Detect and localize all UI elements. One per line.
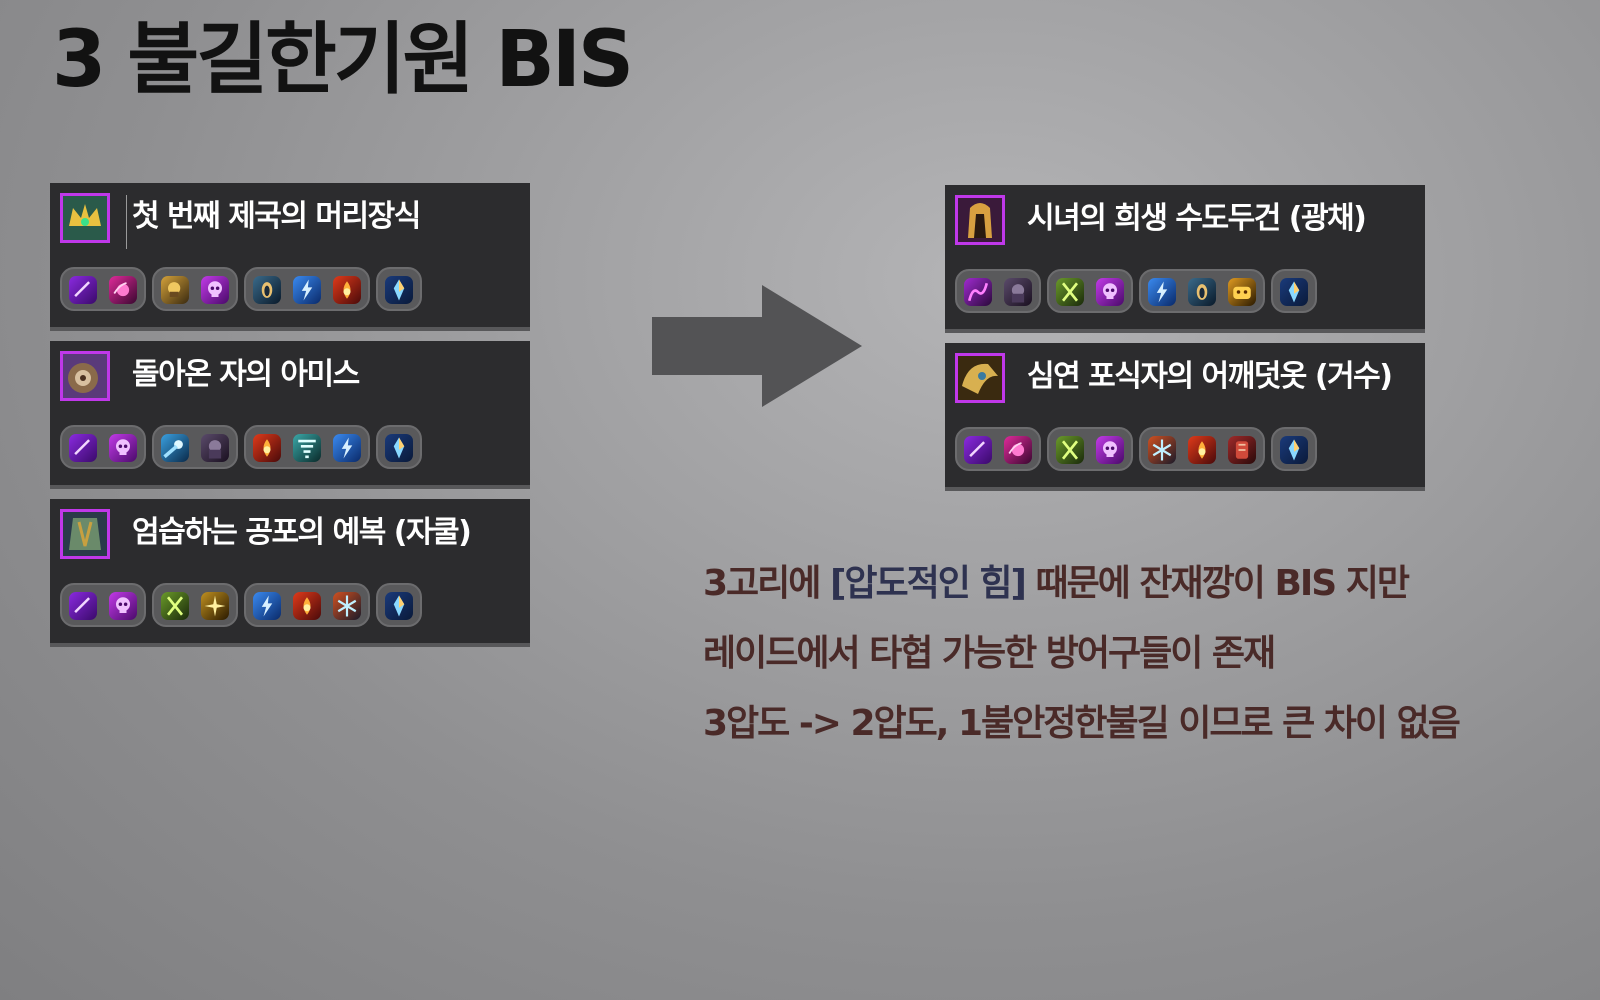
socket-group (60, 425, 146, 469)
red-fire-icon[interactable] (253, 434, 281, 462)
blue-crystal-icon[interactable] (385, 592, 413, 620)
shadow-ghost-icon[interactable] (253, 276, 281, 304)
socket-group (244, 267, 370, 311)
blue-lightning-icon[interactable] (293, 276, 321, 304)
red-fire-icon[interactable] (293, 592, 321, 620)
socket-group (152, 267, 238, 311)
item-card-chest[interactable]: 엄습하는 공포의 예복 (자쿨) (50, 499, 530, 647)
blue-crystal-icon[interactable] (1280, 436, 1308, 464)
socket-group (1047, 427, 1133, 471)
purple-skull-icon[interactable] (109, 592, 137, 620)
blue-lightning-icon[interactable] (253, 592, 281, 620)
void-purple-icon[interactable] (69, 434, 97, 462)
tentacle-purple-icon[interactable] (964, 278, 992, 306)
socket-group (1271, 427, 1317, 471)
purple-skull-icon[interactable] (201, 276, 229, 304)
description-text: 3고리에 (703, 563, 830, 604)
item-name: 돌아온 자의 아미스 (132, 357, 360, 392)
item-name: 엄습하는 공포의 예복 (자쿨) (132, 515, 472, 550)
void-purple-icon[interactable] (69, 592, 97, 620)
page-title: 3 불길한기원 BIS (52, 15, 634, 105)
item-card-hood[interactable]: 시녀의 희생 수도두건 (광채) (945, 185, 1425, 333)
blue-lightning-icon[interactable] (333, 434, 361, 462)
socket-group (60, 583, 146, 627)
green-rune-icon[interactable] (161, 592, 189, 620)
golden-hood-icon (955, 195, 1005, 245)
socket-group (1047, 269, 1133, 313)
blue-crystal-icon[interactable] (385, 434, 413, 462)
void-purple-icon[interactable] (69, 276, 97, 304)
socket-group (955, 269, 1041, 313)
brown-shoulder-icon (60, 351, 110, 401)
red-fire-icon[interactable] (1188, 436, 1216, 464)
golden-beast-icon[interactable] (1228, 278, 1256, 306)
dark-spirit-icon[interactable] (201, 434, 229, 462)
description-text: 때문에 잔재깡이 BIS 지만 (1025, 563, 1410, 604)
socket-group (376, 267, 422, 311)
pink-flame-icon[interactable] (109, 276, 137, 304)
divider (126, 195, 127, 249)
golden-shoulder-icon (955, 353, 1005, 403)
description-highlight: [압도적인 힘] (829, 563, 1027, 604)
emerald-crown-icon (60, 193, 110, 243)
purple-skull-icon[interactable] (109, 434, 137, 462)
right-arrow-icon (652, 285, 862, 407)
frost-burst-icon[interactable] (1148, 436, 1176, 464)
pink-flame-icon[interactable] (1004, 436, 1032, 464)
purple-skull-icon[interactable] (1096, 278, 1124, 306)
tentacle-robe-icon (60, 509, 110, 559)
description-line-2: 레이드에서 타협 가능한 방어구들이 존재 (703, 633, 1276, 674)
socket-group (1139, 269, 1265, 313)
green-rune-icon[interactable] (1056, 436, 1084, 464)
item-card-shoulder-right[interactable]: 심연 포식자의 어깨덧옷 (거수) (945, 343, 1425, 491)
socket-group (955, 427, 1041, 471)
socket-group (60, 267, 146, 311)
teal-tornado-icon[interactable] (293, 434, 321, 462)
shadow-ghost-icon[interactable] (1188, 278, 1216, 306)
frost-burst-icon[interactable] (333, 592, 361, 620)
socket-group (244, 425, 370, 469)
socket-group (152, 425, 238, 469)
green-rune-icon[interactable] (1056, 278, 1084, 306)
socket-group (376, 425, 422, 469)
item-name: 시녀의 희생 수도두건 (광채) (1027, 201, 1367, 236)
item-card-headpiece[interactable]: 첫 번째 제국의 머리장식 (50, 183, 530, 331)
void-purple-icon[interactable] (964, 436, 992, 464)
socket-group (1139, 427, 1265, 471)
blue-lightning-icon[interactable] (1148, 278, 1176, 306)
blue-crystal-icon[interactable] (1280, 278, 1308, 306)
socket-group (244, 583, 370, 627)
red-fire-icon[interactable] (333, 276, 361, 304)
golden-mask-icon[interactable] (161, 276, 189, 304)
gold-spark-icon[interactable] (201, 592, 229, 620)
socket-group (152, 583, 238, 627)
item-card-shoulder[interactable]: 돌아온 자의 아미스 (50, 341, 530, 489)
purple-skull-icon[interactable] (1096, 436, 1124, 464)
description-line-3: 3압도 -> 2압도, 1불안정한불길 이므로 큰 차이 없음 (703, 703, 1461, 744)
red-armor-icon[interactable] (1228, 436, 1256, 464)
description-line-1: 3고리에 [압도적인 힘] 때문에 잔재깡이 BIS 지만 (703, 562, 1410, 605)
item-name: 심연 포식자의 어깨덧옷 (거수) (1027, 359, 1393, 394)
socket-group (376, 583, 422, 627)
blue-crystal-icon[interactable] (385, 276, 413, 304)
socket-group (1271, 269, 1317, 313)
dark-spirit-icon[interactable] (1004, 278, 1032, 306)
ice-comet-icon[interactable] (161, 434, 189, 462)
item-name: 첫 번째 제국의 머리장식 (132, 199, 421, 234)
